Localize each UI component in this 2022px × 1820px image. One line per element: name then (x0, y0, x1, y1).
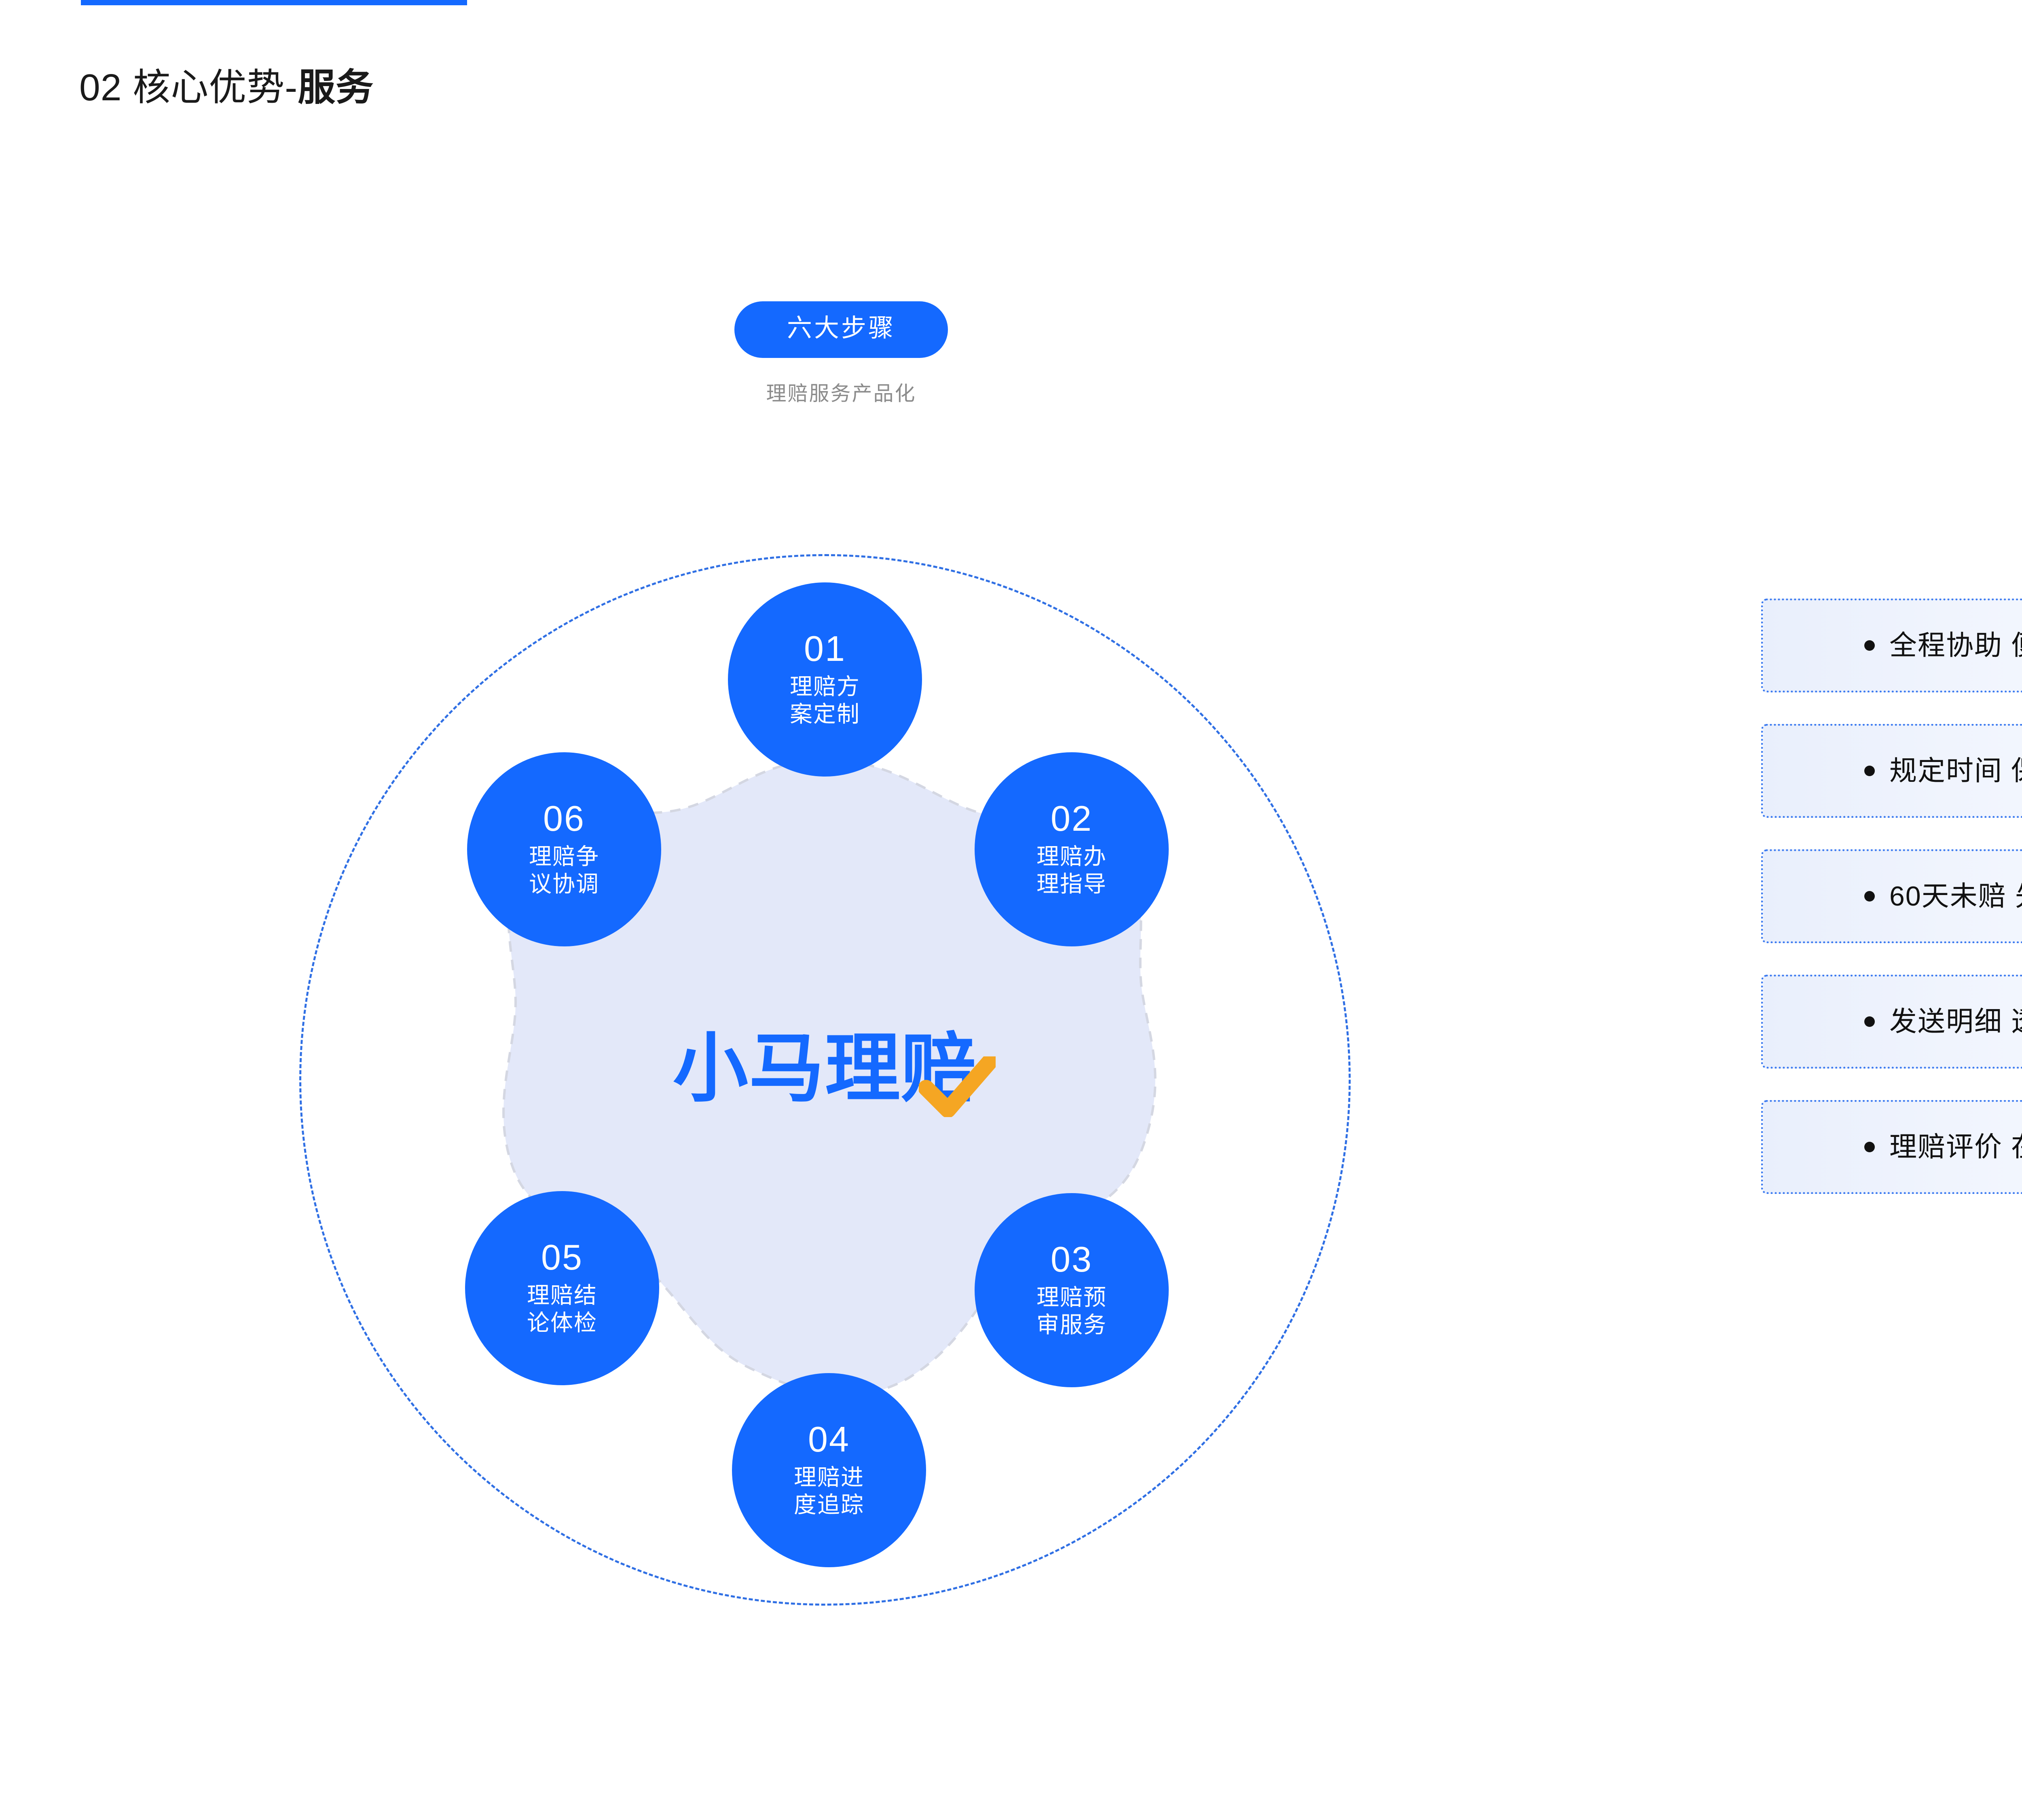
bullet-icon (1864, 640, 1875, 651)
page-title-main: 核心优势- (122, 66, 298, 108)
wheel-center-brand: 小马理赔 (550, 1031, 1100, 1117)
steps-pill-label: 六大步骤 (734, 301, 948, 358)
measure-card[interactable]: 发送明细 透明赔付 (1761, 975, 2022, 1069)
wheel-node-02-line2: 理指导 (1036, 871, 1107, 897)
wheel-node-01-label: 理赔方 案定制 (790, 673, 860, 728)
wheel-node-06-label: 理赔争 议协调 (529, 843, 599, 898)
wheel-node-06-line2: 议协调 (529, 871, 599, 897)
wheel-node-01[interactable]: 01 理赔方 案定制 (728, 582, 922, 777)
measure-card[interactable]: 理赔评价 在线监督 (1761, 1100, 2022, 1194)
wheel-node-05[interactable]: 05 理赔结 论体检 (465, 1191, 659, 1385)
wheel-node-02[interactable]: 02 理赔办 理指导 (975, 752, 1169, 946)
six-step-wheel-diagram: 01 理赔方 案定制 02 理赔办 理指导 03 理赔预 审服务 04 理赔进 … (299, 554, 1351, 1614)
wheel-node-03-line1: 理赔预 (1036, 1284, 1107, 1310)
bullet-icon (1864, 766, 1875, 776)
wheel-node-01-line1: 理赔方 (790, 673, 860, 699)
measure-card[interactable]: 60天未赔 先行垫付 (1761, 849, 2022, 943)
orange-check-icon (919, 1056, 996, 1117)
wheel-node-03-number: 03 (1051, 1239, 1093, 1279)
wheel-node-05-line1: 理赔结 (527, 1282, 597, 1308)
wheel-node-03[interactable]: 03 理赔预 审服务 (975, 1193, 1169, 1387)
measure-label: 规定时间 保证时效 (1889, 756, 2022, 786)
wheel-node-06[interactable]: 06 理赔争 议协调 (467, 752, 661, 946)
wheel-node-01-number: 01 (804, 628, 846, 669)
bullet-icon (1864, 1142, 1875, 1152)
steps-subcaption: 理赔服务产品化 (766, 382, 916, 405)
wheel-node-04-line2: 度追踪 (794, 1492, 864, 1517)
bullet-icon (1864, 1016, 1875, 1027)
wheel-node-02-label: 理赔办 理指导 (1036, 843, 1107, 898)
measure-card[interactable]: 规定时间 保证时效 (1761, 724, 2022, 818)
page-title-number: 02 (79, 66, 122, 108)
wheel-node-03-label: 理赔预 审服务 (1036, 1284, 1107, 1339)
measure-label: 60天未赔 先行垫付 (1889, 881, 2022, 912)
wheel-outer-dashed-ring (299, 554, 1351, 1606)
wheel-node-02-line1: 理赔办 (1036, 843, 1107, 869)
wheel-node-05-line2: 论体检 (527, 1310, 597, 1335)
measure-label: 全程协助 便捷省心 (1889, 630, 2022, 661)
wheel-node-04-line1: 理赔进 (794, 1464, 864, 1490)
wheel-node-06-line1: 理赔争 (529, 843, 599, 869)
bullet-icon (1864, 891, 1875, 902)
section-header-steps: 六大步骤 理赔服务产品化 (578, 301, 1104, 406)
wheel-node-04-label: 理赔进 度追踪 (794, 1464, 864, 1519)
page-title: 02 核心优势-服务 (79, 57, 374, 111)
wheel-node-01-line2: 案定制 (790, 701, 860, 727)
wheel-node-06-number: 06 (543, 798, 585, 838)
wheel-node-04-number: 04 (808, 1419, 850, 1459)
wheel-node-03-line2: 审服务 (1036, 1312, 1107, 1337)
measure-label: 发送明细 透明赔付 (1889, 1006, 2022, 1037)
wheel-node-02-number: 02 (1051, 798, 1093, 838)
wheel-node-05-label: 理赔结 论体检 (527, 1282, 597, 1337)
measure-card[interactable]: 全程协助 便捷省心 (1761, 599, 2022, 692)
measure-label: 理赔评价 在线监督 (1889, 1132, 2022, 1162)
page-title-emphasis: 服务 (298, 66, 374, 108)
wheel-node-05-number: 05 (541, 1237, 583, 1277)
wheel-node-04[interactable]: 04 理赔进 度追踪 (732, 1373, 926, 1567)
top-accent-bar (81, 0, 467, 5)
